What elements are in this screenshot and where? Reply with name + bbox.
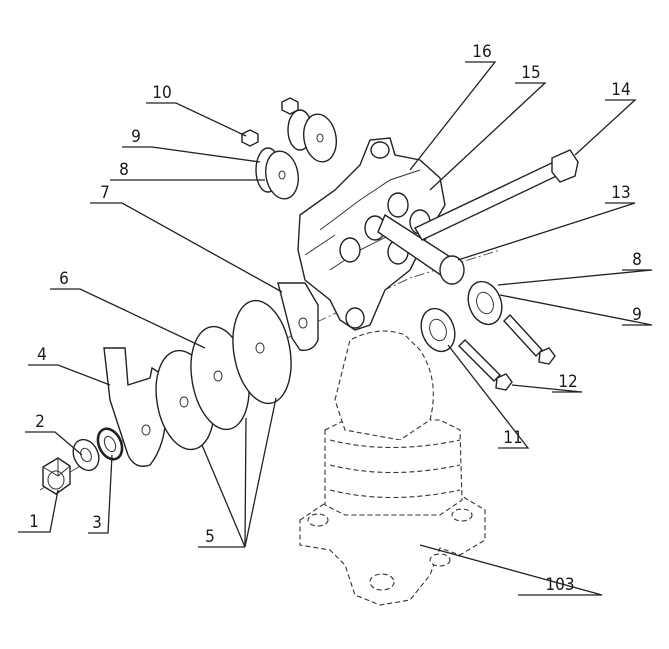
callout-9-upper: 9 <box>131 127 141 147</box>
callout-10: 10 <box>152 83 171 103</box>
callout-16: 16 <box>472 42 491 62</box>
part-long-bolt <box>414 149 579 241</box>
part-pin-shaft <box>377 213 465 285</box>
part-disc-3 <box>232 299 292 405</box>
callout-11: 11 <box>503 428 522 448</box>
callout-14: 14 <box>611 80 630 100</box>
callout-2: 2 <box>35 412 45 432</box>
part-upper-roller-front <box>255 147 299 200</box>
callout-7: 7 <box>100 183 110 203</box>
part-lower-roller-left <box>420 307 456 353</box>
callout-6: 6 <box>59 269 69 289</box>
part-hex-nut <box>42 457 71 495</box>
callout-13: 13 <box>611 183 630 203</box>
part-washer <box>72 438 100 472</box>
callout-15: 15 <box>521 63 540 83</box>
part-base-assembly <box>299 330 486 606</box>
part-lower-roller-right <box>467 280 503 326</box>
callout-8-upper: 8 <box>119 160 129 180</box>
callout-3: 3 <box>92 513 102 533</box>
callout-103: 103 <box>545 575 574 595</box>
part-upper-roller-back <box>287 109 337 163</box>
callout-5: 5 <box>205 527 215 547</box>
part-upper-nuts <box>241 97 299 147</box>
part-spring-washer <box>96 427 124 461</box>
part-small-bolts <box>458 313 556 391</box>
callout-9-lower: 9 <box>632 305 642 325</box>
leader-lines <box>18 61 653 596</box>
callout-12: 12 <box>558 372 577 392</box>
part-bracket-plate <box>277 282 319 351</box>
callout-4: 4 <box>37 345 47 365</box>
callout-8-lower: 8 <box>632 250 642 270</box>
callout-1: 1 <box>29 512 39 532</box>
callout-labels: 1 2 3 4 5 6 7 8 9 10 16 15 14 13 8 9 12 … <box>29 42 642 595</box>
